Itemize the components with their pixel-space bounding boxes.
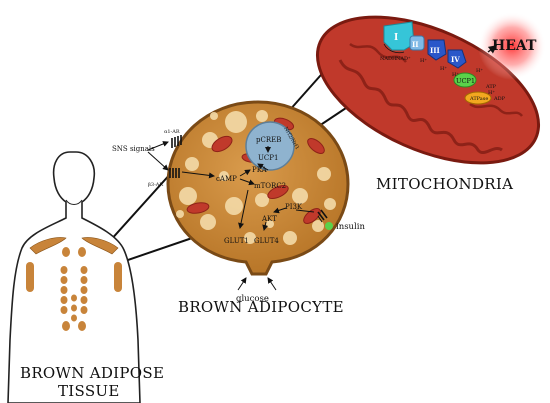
ucp1-protein (453, 72, 477, 88)
pi3k-label: PI3K (285, 203, 303, 211)
h-plus-4-label: H⁺ (476, 68, 483, 74)
brown-adipose-tissue-title-line2: TISSUE (58, 382, 120, 400)
complex-ii (409, 35, 425, 51)
paravertebral-deposits (60, 266, 88, 331)
human-back-figure (7, 151, 141, 403)
heat-label: HEAT (492, 38, 537, 54)
pcreb-label: pCREB (256, 136, 281, 144)
beta3-ar-label: β3-AR (148, 182, 163, 188)
complex-i (383, 21, 415, 51)
brown-adipose-tissue-title-line1: BROWN ADIPOSE (20, 364, 164, 382)
cell-labels: SNS signals α1-AR β3-AR cAMP PKA mTORC2 … (112, 126, 365, 304)
adp-label: ADP (493, 96, 506, 102)
insulin-label: insulin (336, 222, 365, 232)
pka-label: PKA (252, 166, 268, 174)
alpha1-ar-label: α1-AR (164, 129, 180, 135)
h-plus-3-label: H⁺ (452, 72, 459, 78)
heat-glow (478, 12, 546, 80)
electron-transport-chain: I II III IV NADH NAD⁺ H⁺ H⁺ H⁺ H⁺ UCP1 A… (380, 21, 506, 105)
complex-iv (447, 49, 467, 69)
glut1-label: GLUT1 (224, 237, 249, 245)
complex-ii-label: II (412, 40, 419, 49)
akt-label: AKT (261, 215, 277, 223)
signaling-arrows (147, 141, 323, 291)
brown-adipocyte-cell (166, 100, 350, 276)
complex-iv-label: IV (451, 55, 460, 64)
insulin-molecule (325, 222, 333, 230)
mitochondria-title: MITOCHONDRIA (376, 175, 513, 193)
glut4-label: GLUT4 (254, 237, 279, 245)
nucleus-ucp1-label: UCP1 (258, 154, 278, 162)
brown-adipocyte-title: BROWN ADIPOCYTE (178, 298, 344, 316)
complex-iii-label: III (430, 46, 440, 55)
atp-label: ATP (485, 84, 497, 90)
mtorc2-label: mTORC2 (254, 182, 286, 190)
sns-signals-label: SNS signals (112, 145, 155, 153)
h-plus-1-label: H⁺ (420, 58, 427, 64)
glucose-label: glucose (236, 294, 269, 304)
complex-iii (427, 39, 447, 61)
h-plus-2-label: H⁺ (440, 66, 447, 72)
nadh-label: NADH (380, 56, 397, 62)
receptors (169, 135, 328, 221)
complex-i-label: I (394, 33, 398, 43)
camp-label: cAMP (216, 175, 237, 183)
atpase-protein (464, 91, 492, 105)
nad-label: NAD⁺ (396, 56, 411, 62)
h-plus-atp-label: H⁺ (488, 90, 495, 96)
ucp1-mito-label: UCP1 (456, 77, 475, 85)
atpase-label: ATPase (469, 96, 488, 102)
nucleus (245, 121, 295, 171)
